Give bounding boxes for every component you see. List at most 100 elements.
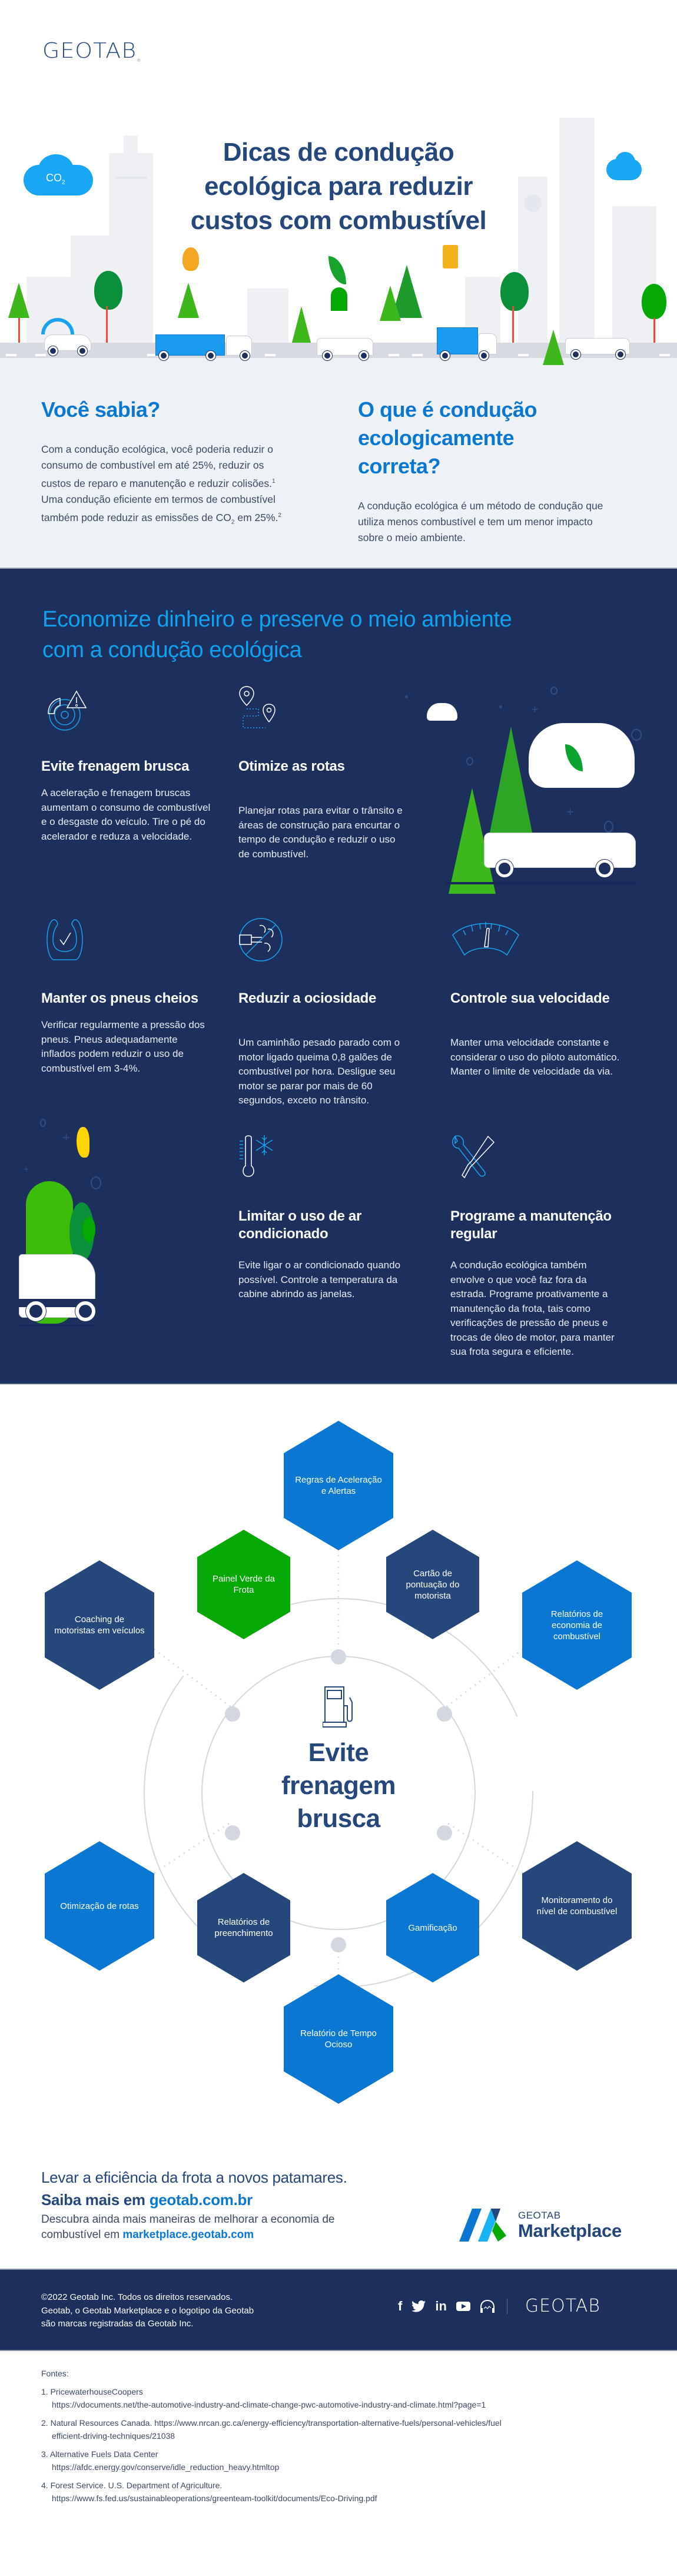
tip-text: Um caminhão pesado parado com o motor li… <box>238 1037 400 1106</box>
hex-in-vehicle-coaching[interactable]: Coaching de motoristas em veículos <box>45 1560 154 1690</box>
decoration-plus: + <box>24 1165 29 1175</box>
hex-green-fleet-dashboard[interactable]: Painel Verde da Frota <box>197 1530 290 1639</box>
tip-title: Limitar o uso de ar condicionado <box>238 1208 362 1242</box>
sources-label: Fontes: <box>41 2369 69 2378</box>
source-url[interactable]: efficient-driving-techniques/21038 <box>52 2431 175 2441</box>
lane-marking <box>35 354 46 356</box>
tips-section: Economize dinheiro e preserve o meio amb… <box>0 569 677 1384</box>
wheel <box>596 860 613 877</box>
brake-warning-icon <box>48 690 87 731</box>
wheel <box>323 351 332 360</box>
tip-schedule-maintenance: Programe a manutenção regular A condução… <box>450 1134 621 1360</box>
diagram-node <box>437 1825 452 1841</box>
wheel <box>78 346 87 356</box>
no-exhaust-icon <box>239 918 283 962</box>
footer-geotab-logo[interactable]: GEOTAB <box>525 2296 600 2316</box>
bush-illustration <box>331 287 347 311</box>
tree-illustration <box>642 284 666 319</box>
decoration-circle <box>604 821 613 833</box>
source-url[interactable]: https://www.fs.fed.us/sustainableoperati… <box>52 2494 377 2503</box>
building-detail <box>115 177 147 179</box>
wheel <box>359 351 369 360</box>
what-is-eco-driving-block: O que é condução ecologicamente correta?… <box>358 396 617 546</box>
ground-line <box>19 1325 95 1327</box>
marketplace-link[interactable]: marketplace.geotab.com <box>122 2229 254 2241</box>
hex-route-optimization[interactable]: Otimização de rotas <box>45 1841 154 1971</box>
did-you-know-block: Você sabia? Com a condução ecológica, vo… <box>41 396 288 530</box>
wheel <box>75 1301 95 1321</box>
wheel <box>26 1301 46 1321</box>
tip-title: Reduzir a ociosidade <box>238 990 377 1006</box>
marketplace-mark-icon <box>459 2209 506 2242</box>
decoration-circle <box>550 687 557 695</box>
hex-fuel-economy-reports[interactable]: Relatórios de economia de combustível <box>522 1560 632 1690</box>
info-section: Você sabia? Com a condução ecológica, vo… <box>0 365 677 569</box>
wheel <box>159 351 168 360</box>
tip-text: Manter uma velocidade constante e consid… <box>450 1037 620 1077</box>
source-url[interactable]: https://vdocuments.net/the-automotive-in… <box>52 2400 486 2409</box>
tree-trunk <box>18 318 20 343</box>
decoration-dot <box>405 695 408 698</box>
tip-text: A condução ecológica também envolve o qu… <box>450 1259 615 1357</box>
source-item: 3. Alternative Fuels Data Center https:/… <box>41 2448 642 2474</box>
diagram-node <box>331 1937 346 1952</box>
hex-fuel-level-monitoring[interactable]: Monitoramento do nível de combustível <box>522 1841 632 1971</box>
tree-trunk <box>653 318 655 343</box>
route-pins-icon <box>239 686 276 728</box>
sources-section: Fontes: 1. PricewaterhouseCoopers https:… <box>41 2367 642 2510</box>
tree-illustration <box>178 283 199 318</box>
wheel <box>206 351 215 360</box>
hex-idle-time-report[interactable]: Relatório de Tempo Ocioso <box>284 1974 393 2104</box>
hero-section: GEOTAB® CO2 Dicas de condução ecológica … <box>0 0 677 365</box>
tree-illustration <box>500 272 529 311</box>
wheel <box>496 860 513 877</box>
tip-control-speed: Controle sua velocidade Manter uma veloc… <box>450 916 633 1079</box>
ground-line <box>446 882 636 884</box>
decoration-plus: + <box>531 702 539 717</box>
marketplace-name: Marketplace <box>518 2220 622 2241</box>
wheel <box>616 350 625 359</box>
fuel-pump-icon <box>443 245 458 268</box>
marketplace-brand: GEOTAB <box>518 2210 561 2221</box>
source-item: 2. Natural Resources Canada. https://www… <box>41 2416 642 2443</box>
cloud-puff <box>38 154 74 185</box>
tip-text: Verificar regularmente a pressão dos pne… <box>41 1019 205 1074</box>
facebook-icon[interactable]: f <box>398 2298 403 2313</box>
source-url[interactable]: https://afdc.energy.gov/conserve/idle_re… <box>52 2462 280 2472</box>
clock-face <box>524 194 542 212</box>
sidewalk <box>0 358 677 365</box>
building-illustration <box>612 206 656 347</box>
geotab-marketplace-logo[interactable]: GEOTAB Marketplace <box>459 2209 653 2244</box>
podcast-headphones-icon[interactable] <box>480 2299 495 2313</box>
tips-heading: Economize dinheiro e preserve o meio amb… <box>42 607 512 662</box>
twitter-icon[interactable] <box>411 2300 426 2312</box>
hex-acceleration-rules[interactable]: Regras de Aceleração e Alertas <box>284 1421 393 1550</box>
wheel <box>571 350 580 359</box>
youtube-icon[interactable] <box>456 2300 470 2312</box>
cta-headline: Levar a eficiência da frota a novos pata… <box>41 2169 347 2186</box>
hex-fill-up-reports[interactable]: Relatórios de preenchimento <box>197 1873 290 1982</box>
decoration-plus: + <box>62 1130 70 1145</box>
footer: ©2022 Geotab Inc. Todos os direitos rese… <box>0 2269 677 2351</box>
tip-text: Evite ligar o ar condicionado quando pos… <box>238 1259 401 1299</box>
tree-illustration <box>543 330 564 365</box>
wheel <box>240 351 250 360</box>
hero-title: Dicas de condução ecológica para reduzir… <box>190 138 487 235</box>
lane-marking <box>659 354 670 356</box>
geotab-website-link[interactable]: geotab.com.br <box>149 2191 253 2209</box>
tower-illustration <box>559 118 595 347</box>
diagram-center-title: Evite frenagem brusca <box>281 1738 396 1833</box>
tree-trunk <box>106 306 108 343</box>
tip-avoid-hard-braking: Evite frenagem brusca A aceleração e fre… <box>41 684 212 844</box>
tree-illustration <box>380 286 401 321</box>
shop-illustration <box>247 289 288 347</box>
tip-text: Planejar rotas para evitar o trânsito e … <box>238 805 403 860</box>
tip-limit-ac: Limitar o uso de ar condicionado Evite l… <box>238 1134 409 1302</box>
lane-marking <box>147 354 158 356</box>
linkedin-icon[interactable]: in <box>435 2298 447 2313</box>
tree-illustration <box>8 283 29 318</box>
tree-illustration <box>82 1216 95 1242</box>
geotab-logo[interactable]: GEOTAB® <box>42 39 142 63</box>
tip-keep-tires-inflated: Manter os pneus cheios Verificar regular… <box>41 916 206 1076</box>
diagram-node <box>225 1825 240 1841</box>
